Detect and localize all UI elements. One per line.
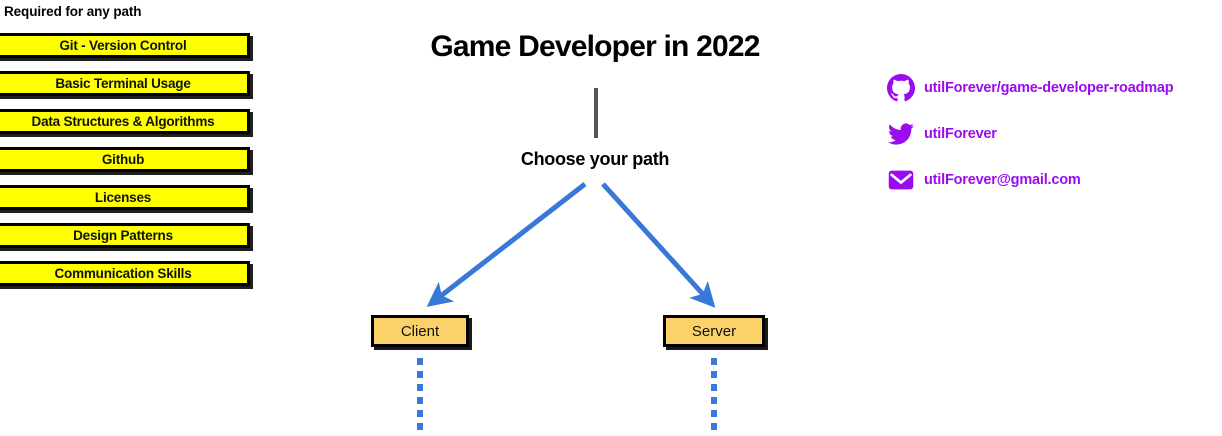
roadmap-title: Game Developer in 2022 — [430, 30, 760, 63]
required-item-label: Licenses — [94, 189, 152, 205]
contact-link-label: utilForever/game-developer-roadmap — [924, 80, 1174, 96]
required-section-heading: Required for any path — [4, 4, 142, 19]
contact-link-github[interactable]: utilForever/game-developer-roadmap — [886, 70, 1222, 106]
path-node-client[interactable]: Client — [371, 315, 469, 347]
required-item-git[interactable]: Git - Version Control — [0, 33, 250, 58]
required-item-label: Communication Skills — [54, 265, 192, 281]
required-item-terminal[interactable]: Basic Terminal Usage — [0, 71, 250, 96]
required-item-design-patterns[interactable]: Design Patterns — [0, 223, 250, 248]
email-icon — [886, 165, 916, 195]
path-node-label: Server — [691, 322, 737, 340]
contact-link-email[interactable]: utilForever@gmail.com — [886, 162, 1222, 198]
choose-your-path-label: Choose your path — [520, 149, 670, 169]
contact-link-label: utilForever — [924, 126, 997, 142]
root-connector-line — [594, 88, 598, 138]
dotted-trail-client — [417, 358, 423, 436]
contact-links-panel: utilForever/game-developer-roadmap utilF… — [886, 70, 1222, 208]
required-for-any-path-panel: Required for any path Git - Version Cont… — [0, 0, 300, 299]
arrow-to-client — [426, 182, 587, 307]
path-node-server[interactable]: Server — [663, 315, 765, 347]
required-items-list: Git - Version Control Basic Terminal Usa… — [0, 33, 300, 286]
required-item-github[interactable]: Github — [0, 147, 250, 172]
branch-arrows — [426, 182, 716, 308]
required-item-label: Git - Version Control — [59, 37, 187, 53]
required-item-communication-skills[interactable]: Communication Skills — [0, 261, 250, 286]
required-item-licenses[interactable]: Licenses — [0, 185, 250, 210]
arrow-to-server — [601, 182, 716, 308]
required-item-label: Basic Terminal Usage — [55, 75, 191, 91]
required-item-label: Github — [101, 151, 145, 167]
required-item-label: Design Patterns — [73, 227, 173, 243]
twitter-icon — [886, 119, 916, 149]
path-node-label: Client — [400, 322, 440, 340]
required-item-data-structures[interactable]: Data Structures & Algorithms — [0, 109, 250, 134]
contact-link-twitter[interactable]: utilForever — [886, 116, 1222, 152]
required-item-label: Data Structures & Algorithms — [31, 113, 215, 129]
github-icon — [886, 73, 916, 103]
contact-link-label: utilForever@gmail.com — [924, 172, 1081, 188]
roadmap-flow: Game Developer in 2022 Choose your path … — [300, 0, 890, 434]
dotted-trail-server — [711, 358, 717, 436]
